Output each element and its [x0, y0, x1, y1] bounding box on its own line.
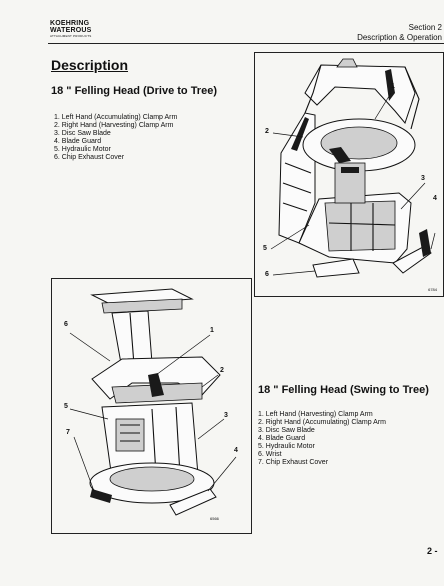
logo-line2: WATEROUS: [50, 27, 92, 34]
callout-5: 5: [263, 245, 267, 252]
logo-line1: KOEHRING: [50, 20, 90, 27]
drive-to-tree-illustration: [270, 58, 436, 278]
brand-logo: KOEHRING WATEROUS ATTACHMENT PRODUCTS: [50, 20, 96, 38]
list-item: 2. Right Hand (Accumulating) Clamp Arm: [258, 419, 386, 426]
page-title: Description: [51, 57, 129, 73]
callout-7: 7: [66, 429, 70, 436]
list-item: 7. Chip Exhaust Cover: [258, 459, 329, 466]
callout-2: 2: [265, 128, 269, 135]
drive-to-tree-heading: 18 " Felling Head (Drive to Tree): [51, 85, 217, 97]
callout-1: 1: [210, 327, 214, 334]
section-number: Section 2: [408, 23, 442, 32]
callout-5: 5: [64, 403, 68, 410]
callout-4: 4: [433, 195, 437, 202]
swing-to-tree-figure: 6 1 2 5 3 7 4 6566: [51, 278, 252, 534]
section-header: Section 2 Description & Operation: [302, 23, 442, 43]
callout-1: 1: [391, 83, 395, 90]
list-item: 1. Left Hand (Accumulating) Clamp Arm: [54, 114, 178, 121]
list-item: 2. Right Hand (Harvesting) Clamp Arm: [54, 122, 174, 129]
list-item: 5. Hydraulic Motor: [54, 146, 111, 153]
figure-number: 6566: [210, 516, 219, 521]
header-rule: [48, 43, 444, 44]
callout-6: 6: [64, 321, 68, 328]
list-item: 1. Left Hand (Harvesting) Clamp Arm: [258, 411, 373, 418]
callout-3: 3: [421, 175, 425, 182]
list-item: 4. Blade Guard: [258, 435, 306, 442]
swing-to-tree-illustration: [69, 288, 237, 516]
section-title: Description & Operation: [357, 33, 442, 42]
list-item: 6. Wrist: [258, 451, 282, 458]
swing-to-tree-parts-list: 1. Left Hand (Harvesting) Clamp Arm 2. R…: [258, 411, 386, 467]
drive-to-tree-figure: 1 2 3 4 5 6 6784: [254, 52, 444, 297]
list-item: 3. Disc Saw Blade: [54, 130, 111, 137]
page-number: 2 -: [427, 546, 438, 556]
callout-3: 3: [224, 412, 228, 419]
swing-to-tree-heading: 18 " Felling Head (Swing to Tree): [258, 384, 429, 396]
callout-4: 4: [234, 447, 238, 454]
figure-number: 6784: [428, 287, 437, 292]
logo-tagline: ATTACHMENT PRODUCTS: [50, 34, 92, 38]
list-item: 3. Disc Saw Blade: [258, 427, 315, 434]
callout-6: 6: [265, 271, 269, 278]
list-item: 4. Blade Guard: [54, 138, 102, 145]
list-item: 6. Chip Exhaust Cover: [54, 154, 125, 161]
list-item: 5. Hydraulic Motor: [258, 443, 315, 450]
callout-2: 2: [220, 367, 224, 374]
drive-to-tree-parts-list: 1. Left Hand (Accumulating) Clamp Arm 2.…: [54, 114, 177, 162]
